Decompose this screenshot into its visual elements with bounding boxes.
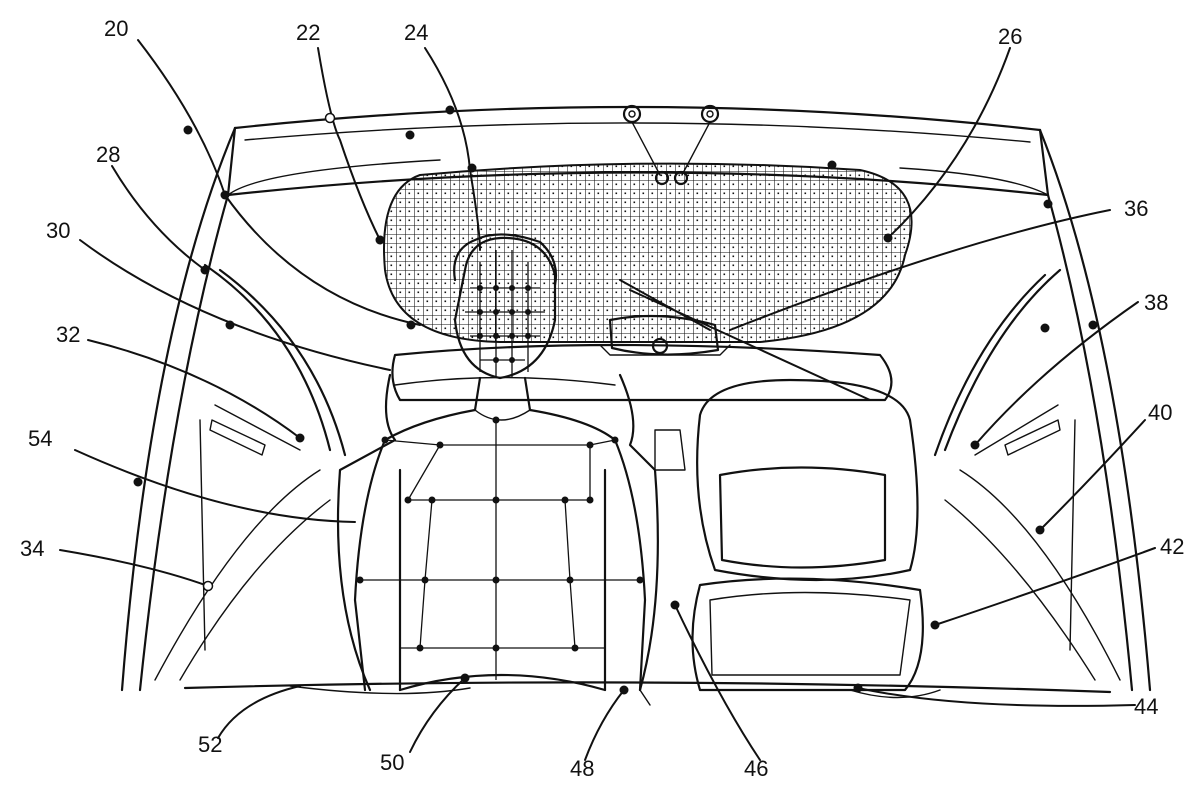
ref-38: 38 bbox=[1144, 290, 1168, 315]
reference-numerals: 20 22 24 26 28 30 32 34 36 38 40 42 44 4… bbox=[20, 16, 1184, 781]
ref-22: 22 bbox=[296, 20, 320, 45]
overhead-cameras bbox=[622, 104, 720, 186]
ref-50: 50 bbox=[380, 750, 404, 775]
vehicle-frame bbox=[120, 105, 1152, 692]
ref-28: 28 bbox=[96, 142, 120, 167]
body-mesh bbox=[360, 250, 640, 680]
leader-lines bbox=[59, 39, 1156, 761]
ref-52: 52 bbox=[198, 732, 222, 757]
ref-40: 40 bbox=[1148, 400, 1172, 425]
rear-seat bbox=[391, 314, 893, 402]
rear-window-grid bbox=[383, 162, 913, 343]
occupant bbox=[353, 233, 647, 692]
ref-32: 32 bbox=[56, 322, 80, 347]
ref-24: 24 bbox=[404, 20, 428, 45]
ref-26: 26 bbox=[998, 24, 1022, 49]
ref-44: 44 bbox=[1134, 694, 1158, 719]
side-pillars bbox=[154, 263, 1121, 681]
leader-dots bbox=[133, 105, 1098, 695]
ref-48: 48 bbox=[570, 756, 594, 781]
ref-42: 42 bbox=[1160, 534, 1184, 559]
passenger-seat bbox=[654, 378, 924, 692]
ref-20: 20 bbox=[104, 16, 128, 41]
floor bbox=[183, 681, 1112, 706]
ref-36: 36 bbox=[1124, 196, 1148, 221]
ref-54: 54 bbox=[28, 426, 52, 451]
ref-34: 34 bbox=[20, 536, 44, 561]
mesh-nodes bbox=[356, 285, 644, 652]
ref-46: 46 bbox=[744, 756, 768, 781]
ref-30: 30 bbox=[46, 218, 70, 243]
